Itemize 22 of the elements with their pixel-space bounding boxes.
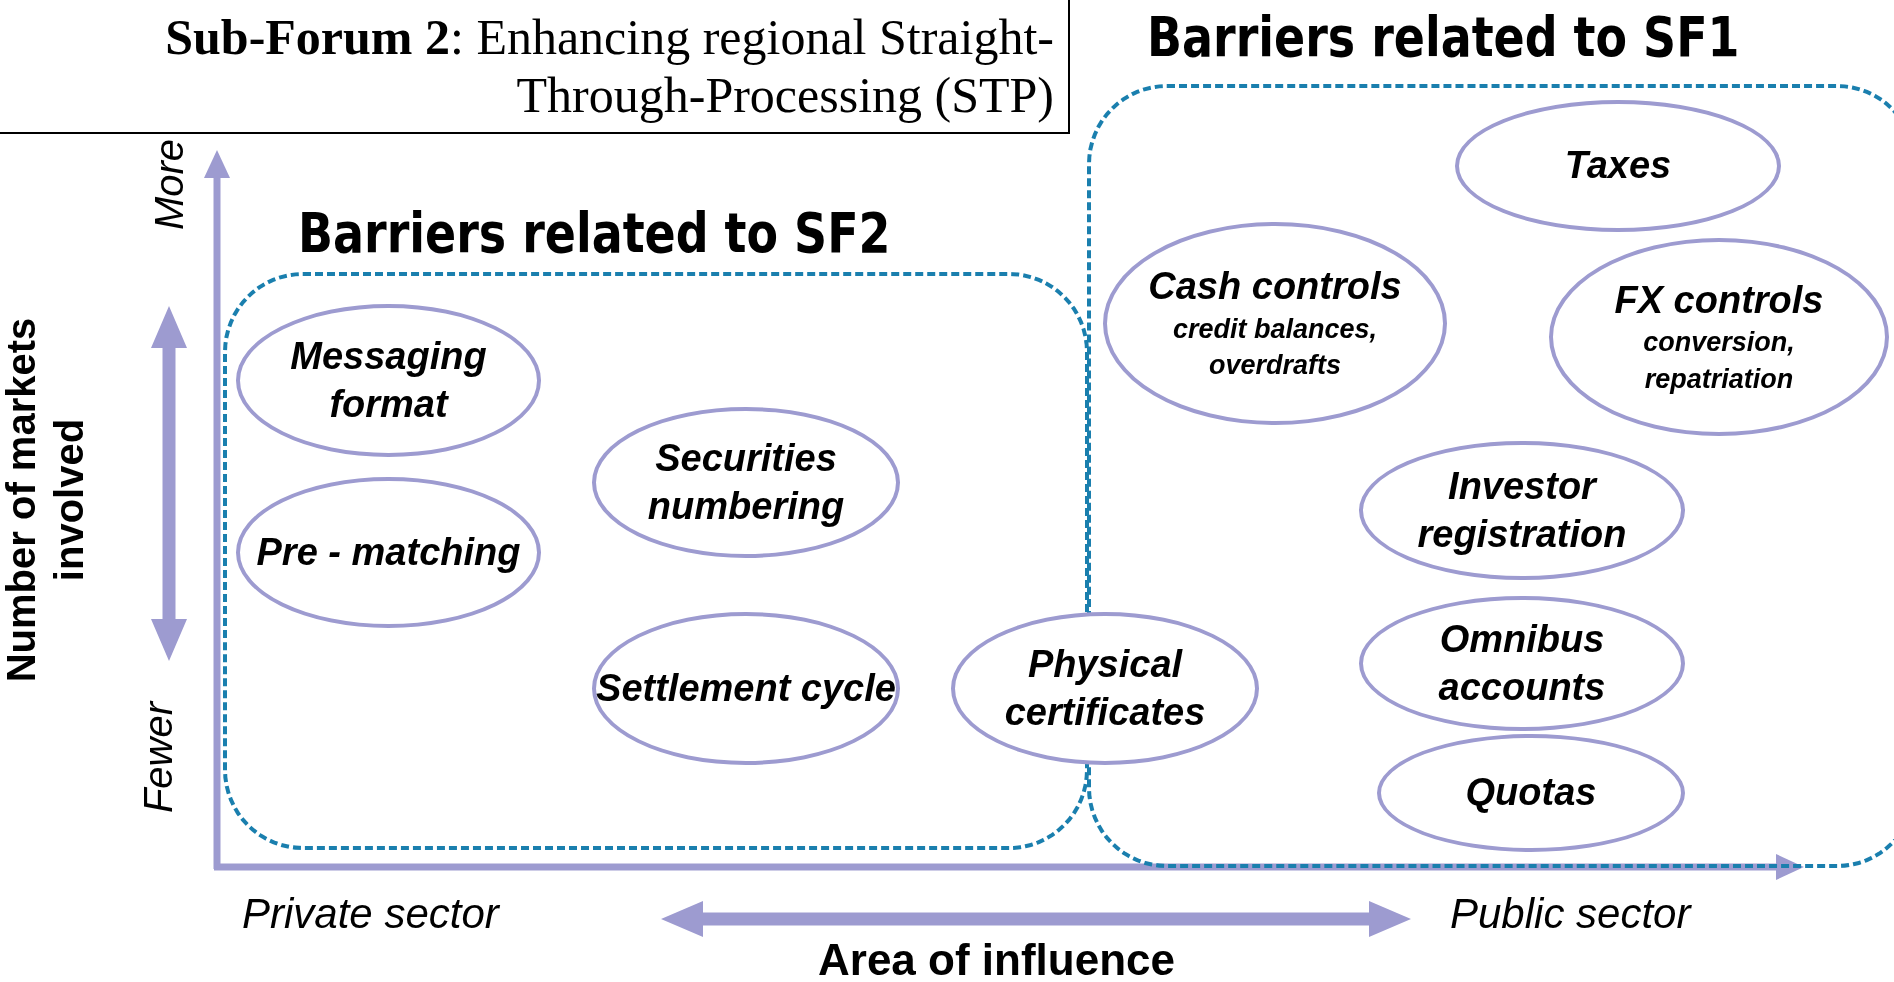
axis-end-label: Fewer xyxy=(135,699,181,816)
group-heading: Barriers related to SF1 xyxy=(1147,4,1740,69)
barrier-name: Pre - matching xyxy=(256,529,521,575)
group-heading: Barriers related to SF2 xyxy=(298,200,891,265)
axis-title: Number of markets involved xyxy=(0,316,92,685)
title-box: Sub-Forum 2: Enhancing regional Straight-Through-Processing (STP) xyxy=(0,0,1070,134)
axis-end-label: More xyxy=(146,137,192,233)
barrier-details: credit balances, overdrafts xyxy=(1171,312,1379,383)
barrier-name: Taxes xyxy=(1564,143,1672,189)
barrier-name: Messaging format xyxy=(289,334,488,427)
axis-end-label: Private sector xyxy=(242,890,499,938)
barrier-details: conversion, repatriation xyxy=(1642,326,1796,396)
barrier-name: Settlement cycle xyxy=(596,665,896,711)
barrier-name: Physical certificates xyxy=(1003,642,1207,735)
barrier-name: Securities numbering xyxy=(646,436,846,529)
barrier-name: Investor registration xyxy=(1416,464,1628,557)
barrier-name: Cash controls xyxy=(1148,264,1402,310)
barrier-name: Quotas xyxy=(1465,770,1597,816)
axis-end-label: Public sector xyxy=(1450,890,1691,938)
barrier-name: FX controls xyxy=(1614,277,1824,323)
axis-title: Area of influence xyxy=(818,935,1175,982)
barrier-name: Omnibus accounts xyxy=(1437,617,1607,710)
